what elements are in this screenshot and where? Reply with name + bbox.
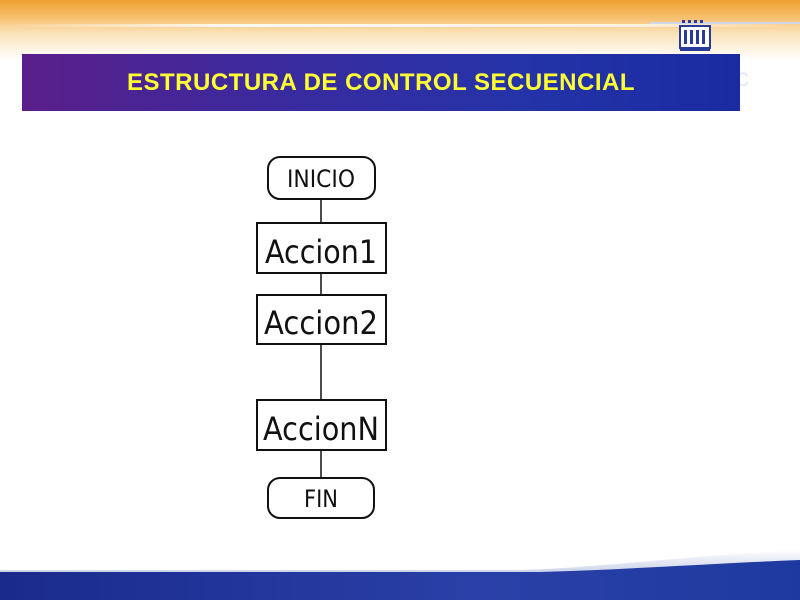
process-box (256, 399, 387, 451)
top-band-stripe (0, 24, 800, 27)
process-label-action1: Accion1 (265, 233, 377, 271)
end-terminal-shape (267, 477, 375, 519)
process-node-action2: Accion2 (256, 294, 387, 345)
title-bar: ESTRUCTURA DE CONTROL SECUENCIAL (22, 54, 740, 111)
end-label: FIN (304, 485, 338, 513)
process-node-action1: Accion1 (256, 222, 387, 274)
process-box (256, 222, 387, 274)
process-box (256, 294, 387, 345)
start-terminal-shape (267, 156, 376, 200)
process-label-actionN: AccionN (263, 410, 379, 448)
top-band-line (650, 22, 800, 24)
slide-title: ESTRUCTURA DE CONTROL SECUENCIAL (126, 68, 635, 96)
process-node-actionN: AccionN (256, 399, 387, 451)
process-label-action2: Accion2 (264, 304, 378, 342)
top-decorative-band (0, 0, 800, 60)
building-logo-icon (679, 20, 711, 51)
start-label: INICIO (287, 165, 355, 193)
end-node: FIN (267, 477, 375, 519)
start-node: INICIO (267, 156, 376, 200)
bottom-decorative-band (0, 540, 800, 600)
